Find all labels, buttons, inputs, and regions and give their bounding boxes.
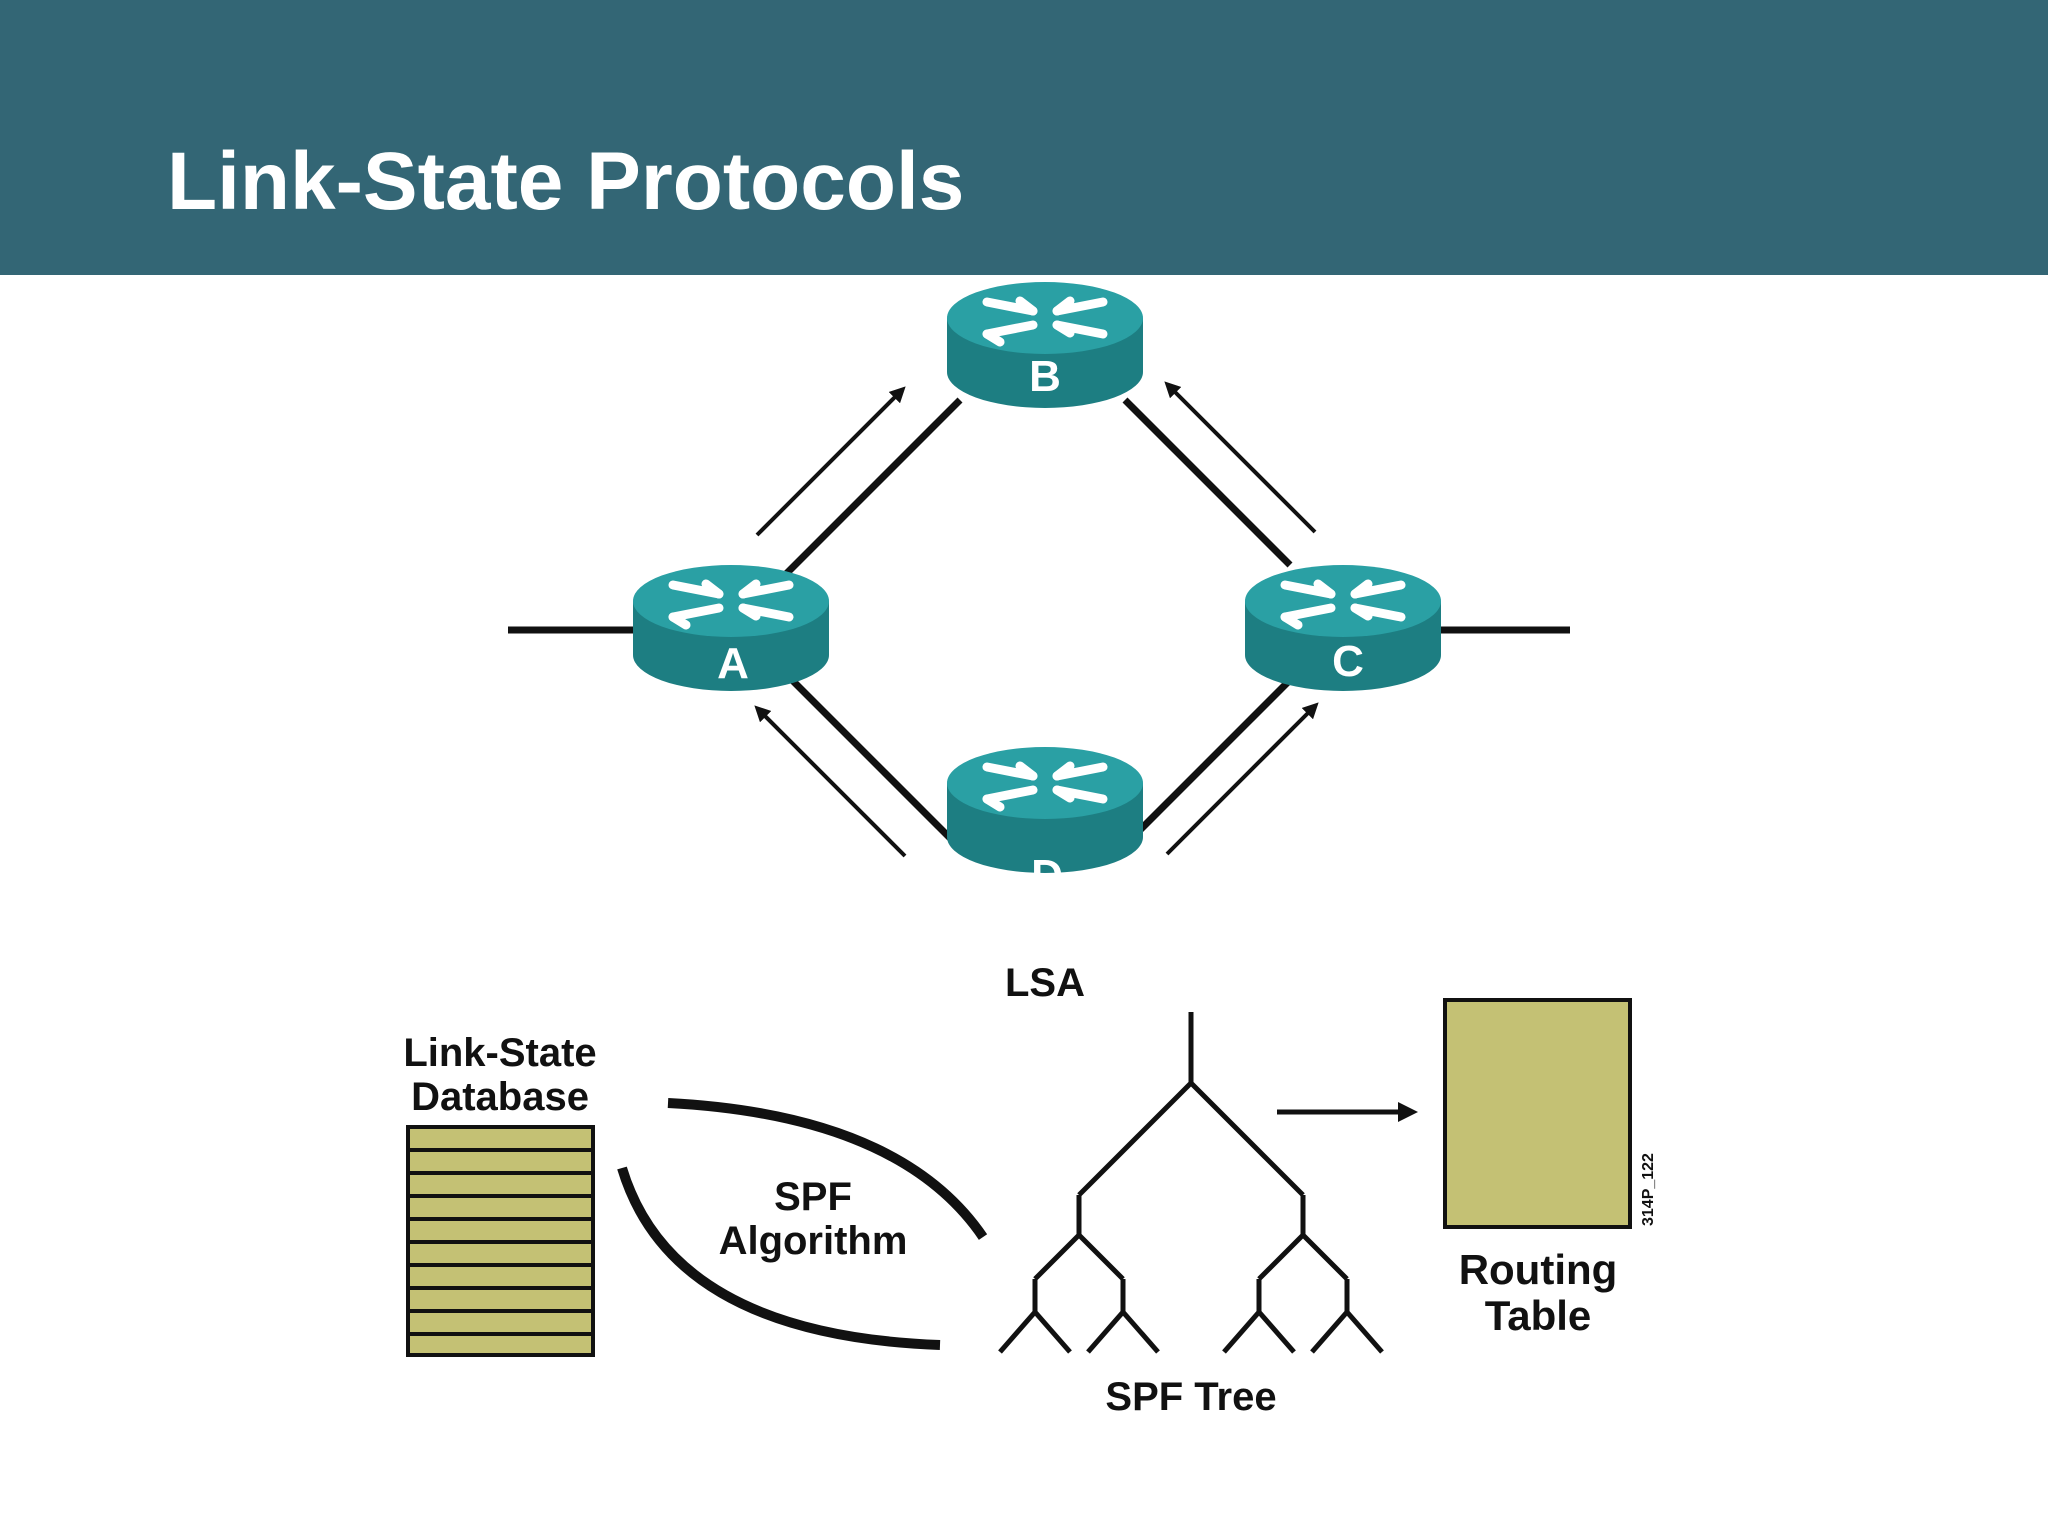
spf-label-line1: SPF [774,1175,852,1219]
router-label: D [1031,851,1063,900]
router-b[interactable]: B [947,282,1143,408]
router-c[interactable]: C [1245,565,1441,691]
lsa-arrow-a-to-b [755,386,906,537]
router-a[interactable]: A [633,565,829,691]
link-a-d [777,665,963,851]
header-bar: Link-State Protocols [0,0,2048,275]
database-label-line2: Database [411,1075,589,1119]
routing-table-label-line2: Table [1485,1292,1592,1339]
lsa-arrow-d-to-a [754,705,907,858]
slide-title: Link-State Protocols [167,136,965,227]
spf-curve-upper [667,1098,988,1240]
lsa-arrow-d-to-c [1165,702,1319,856]
routing-table-icon [1443,998,1632,1229]
lsa-arrow-c-to-b [1164,381,1317,534]
link-b-c [1122,397,1293,568]
spf-tree-icon [998,1012,1384,1354]
router-d[interactable]: D [947,747,1143,900]
router-label: B [1029,352,1061,401]
lsa-label: LSA [1005,961,1085,1005]
figure-id: 314P_122 [1640,1153,1657,1226]
link-state-database-icon [406,1125,595,1357]
routing-table-label-line1: Routing [1459,1246,1618,1293]
spf-curve-lower [617,1166,941,1350]
router-label: A [717,639,749,688]
spf-label-line2: Algorithm [719,1219,908,1263]
link-a-b [777,397,963,583]
link-d-c [1127,677,1293,843]
database-label-line1: Link-State [403,1031,596,1075]
spf-tree-label: SPF Tree [1105,1375,1276,1419]
router-label: C [1332,637,1364,686]
